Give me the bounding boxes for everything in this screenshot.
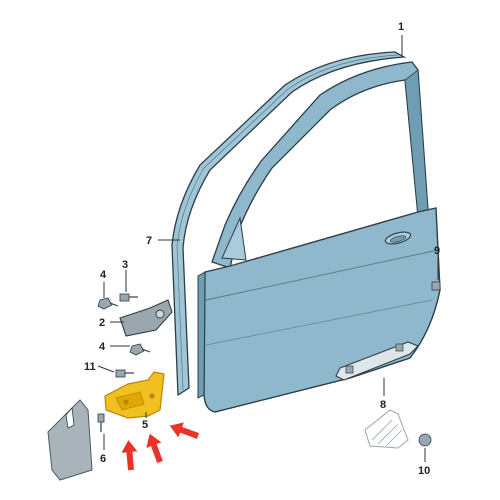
corner-trim-10 bbox=[364, 409, 409, 449]
red-arrow-1 bbox=[121, 440, 138, 471]
callout-9: 9 bbox=[434, 245, 440, 257]
door-check-bolt-hole-2 bbox=[149, 393, 155, 399]
pillar-stub bbox=[47, 399, 93, 481]
bolt-4-lower bbox=[129, 343, 151, 356]
callout-8: 8 bbox=[380, 399, 386, 411]
sill-trim-clip-2 bbox=[395, 343, 404, 352]
bolt-3 bbox=[119, 293, 138, 302]
door-front-edge bbox=[197, 271, 206, 399]
grommet-9 bbox=[431, 281, 441, 291]
red-arrow-3 bbox=[169, 422, 200, 439]
bolt-4-upper bbox=[97, 297, 119, 310]
callout-1: 1 bbox=[398, 21, 404, 33]
callout-10: 10 bbox=[418, 465, 430, 477]
callout-11: 11 bbox=[84, 361, 96, 373]
upper-hinge bbox=[119, 299, 173, 337]
mirror-mount-triangle bbox=[221, 216, 247, 261]
door-panel-crease bbox=[205, 249, 439, 301]
callout-5: 5 bbox=[142, 419, 148, 431]
door-handle-recess bbox=[389, 235, 407, 243]
plug-10 bbox=[418, 433, 432, 447]
door-check-strap-detail bbox=[115, 391, 145, 411]
callout-6: 6 bbox=[100, 453, 106, 465]
red-arrow-2 bbox=[146, 433, 163, 464]
corner-trim-10-hatch bbox=[371, 419, 403, 447]
leader-11 bbox=[97, 365, 115, 373]
callout-7: 7 bbox=[146, 235, 152, 247]
sill-trim-clip bbox=[345, 365, 354, 374]
door-seal bbox=[171, 51, 407, 397]
callout-2: 2 bbox=[99, 317, 105, 329]
sill-trim bbox=[335, 341, 419, 381]
callout-3: 3 bbox=[122, 259, 128, 271]
door-panel-lower-crease bbox=[205, 299, 433, 346]
window-frame-shade bbox=[404, 69, 429, 217]
bolt-11 bbox=[115, 369, 134, 378]
pillar-stub-detail bbox=[65, 407, 75, 429]
callout-4-upper: 4 bbox=[100, 269, 107, 281]
callout-4-lower: 4 bbox=[99, 341, 106, 353]
door-check-bolt-hole bbox=[123, 399, 129, 405]
bolt-6 bbox=[97, 413, 105, 432]
upper-hinge-pin bbox=[155, 309, 165, 319]
door-seal-inner-edge bbox=[176, 54, 399, 391]
